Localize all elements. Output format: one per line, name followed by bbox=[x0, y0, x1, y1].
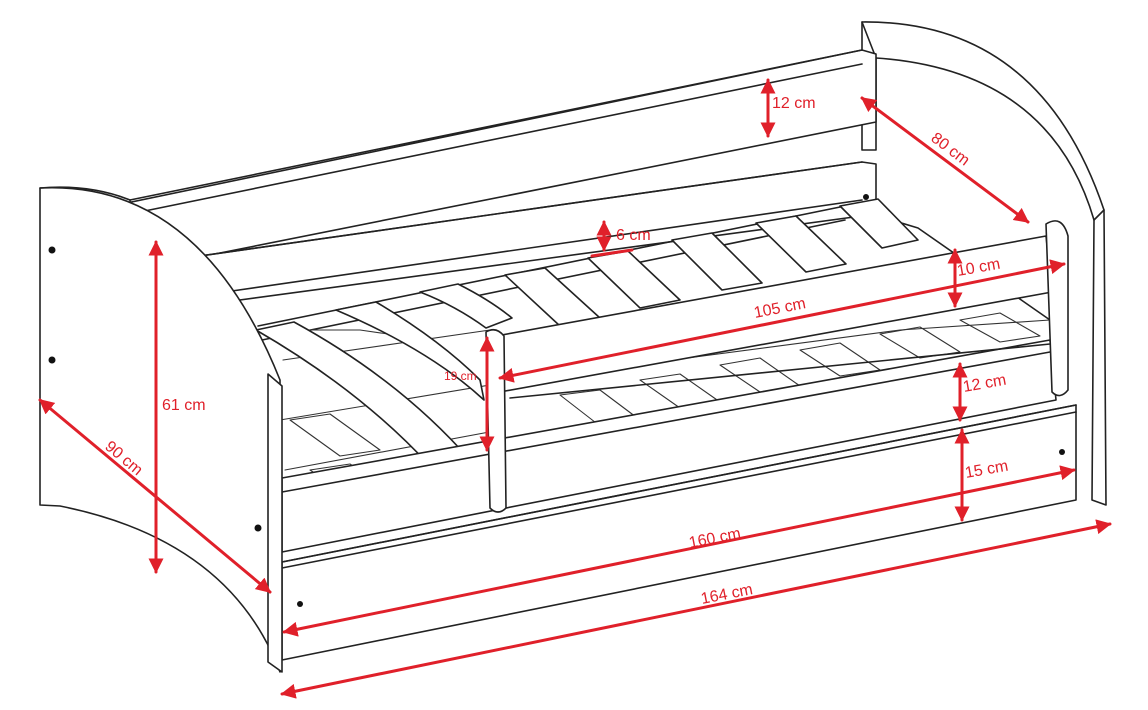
slat bbox=[504, 267, 601, 327]
dim-line-total-depth bbox=[38, 398, 272, 594]
label-top-board-height: 12 cm bbox=[772, 95, 816, 112]
dim-line-outer-length bbox=[280, 519, 1112, 699]
slat bbox=[587, 250, 681, 309]
slat bbox=[839, 198, 919, 249]
dim-line-slat-edge bbox=[590, 248, 634, 258]
footboard-screw-icon bbox=[254, 524, 262, 532]
label-guard-post-height: 19 cm bbox=[444, 369, 477, 383]
footboard-screw-icon bbox=[48, 356, 56, 364]
footboard-screw-icon bbox=[48, 246, 56, 254]
label-total-height: 61 cm bbox=[162, 397, 206, 414]
drawer-screw-icon bbox=[1059, 449, 1065, 455]
guard-post-left bbox=[485, 328, 507, 513]
slat bbox=[671, 232, 763, 291]
back-headboard bbox=[861, 21, 1107, 506]
dim-line-headboard-depth bbox=[860, 96, 1030, 224]
dim-line-guard-length bbox=[498, 259, 1066, 383]
dimension-lines bbox=[38, 78, 1112, 699]
slat bbox=[755, 215, 847, 273]
back-screw-icon bbox=[863, 194, 869, 200]
back-boards bbox=[121, 49, 877, 303]
drawer-screw-icon bbox=[297, 601, 303, 607]
label-slat-width: 6 cm bbox=[616, 227, 651, 244]
